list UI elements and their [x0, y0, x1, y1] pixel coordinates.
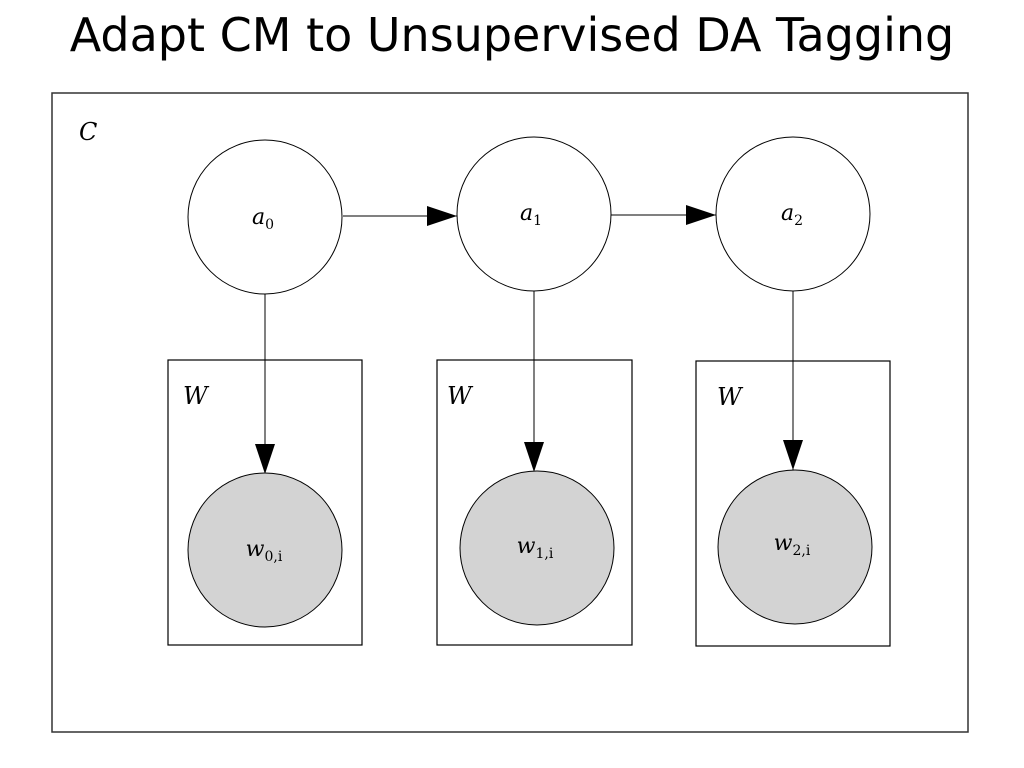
outer-plate-c — [51, 92, 969, 733]
node-label-w2: w2,i — [774, 531, 811, 559]
node-label-w1: w1,i — [517, 534, 554, 562]
slide-title: Adapt CM to Unsupervised DA Tagging — [69, 8, 955, 62]
node-a0 — [187, 139, 343, 295]
node-label-a2: a2 — [781, 201, 803, 229]
node-a1 — [456, 136, 612, 292]
node-label-w0: w0,i — [246, 537, 283, 565]
inner-plate-label-2: W — [717, 383, 744, 411]
node-w0 — [187, 472, 343, 628]
node-label-a1: a1 — [520, 201, 542, 229]
inner-plate-label-0: W — [183, 382, 210, 410]
node-w2 — [717, 469, 873, 625]
outer-plate-label: C — [79, 118, 97, 146]
node-label-a0: a0 — [252, 205, 274, 233]
inner-plate-label-1: W — [447, 382, 474, 410]
node-w1 — [459, 470, 615, 626]
node-a2 — [715, 136, 871, 292]
